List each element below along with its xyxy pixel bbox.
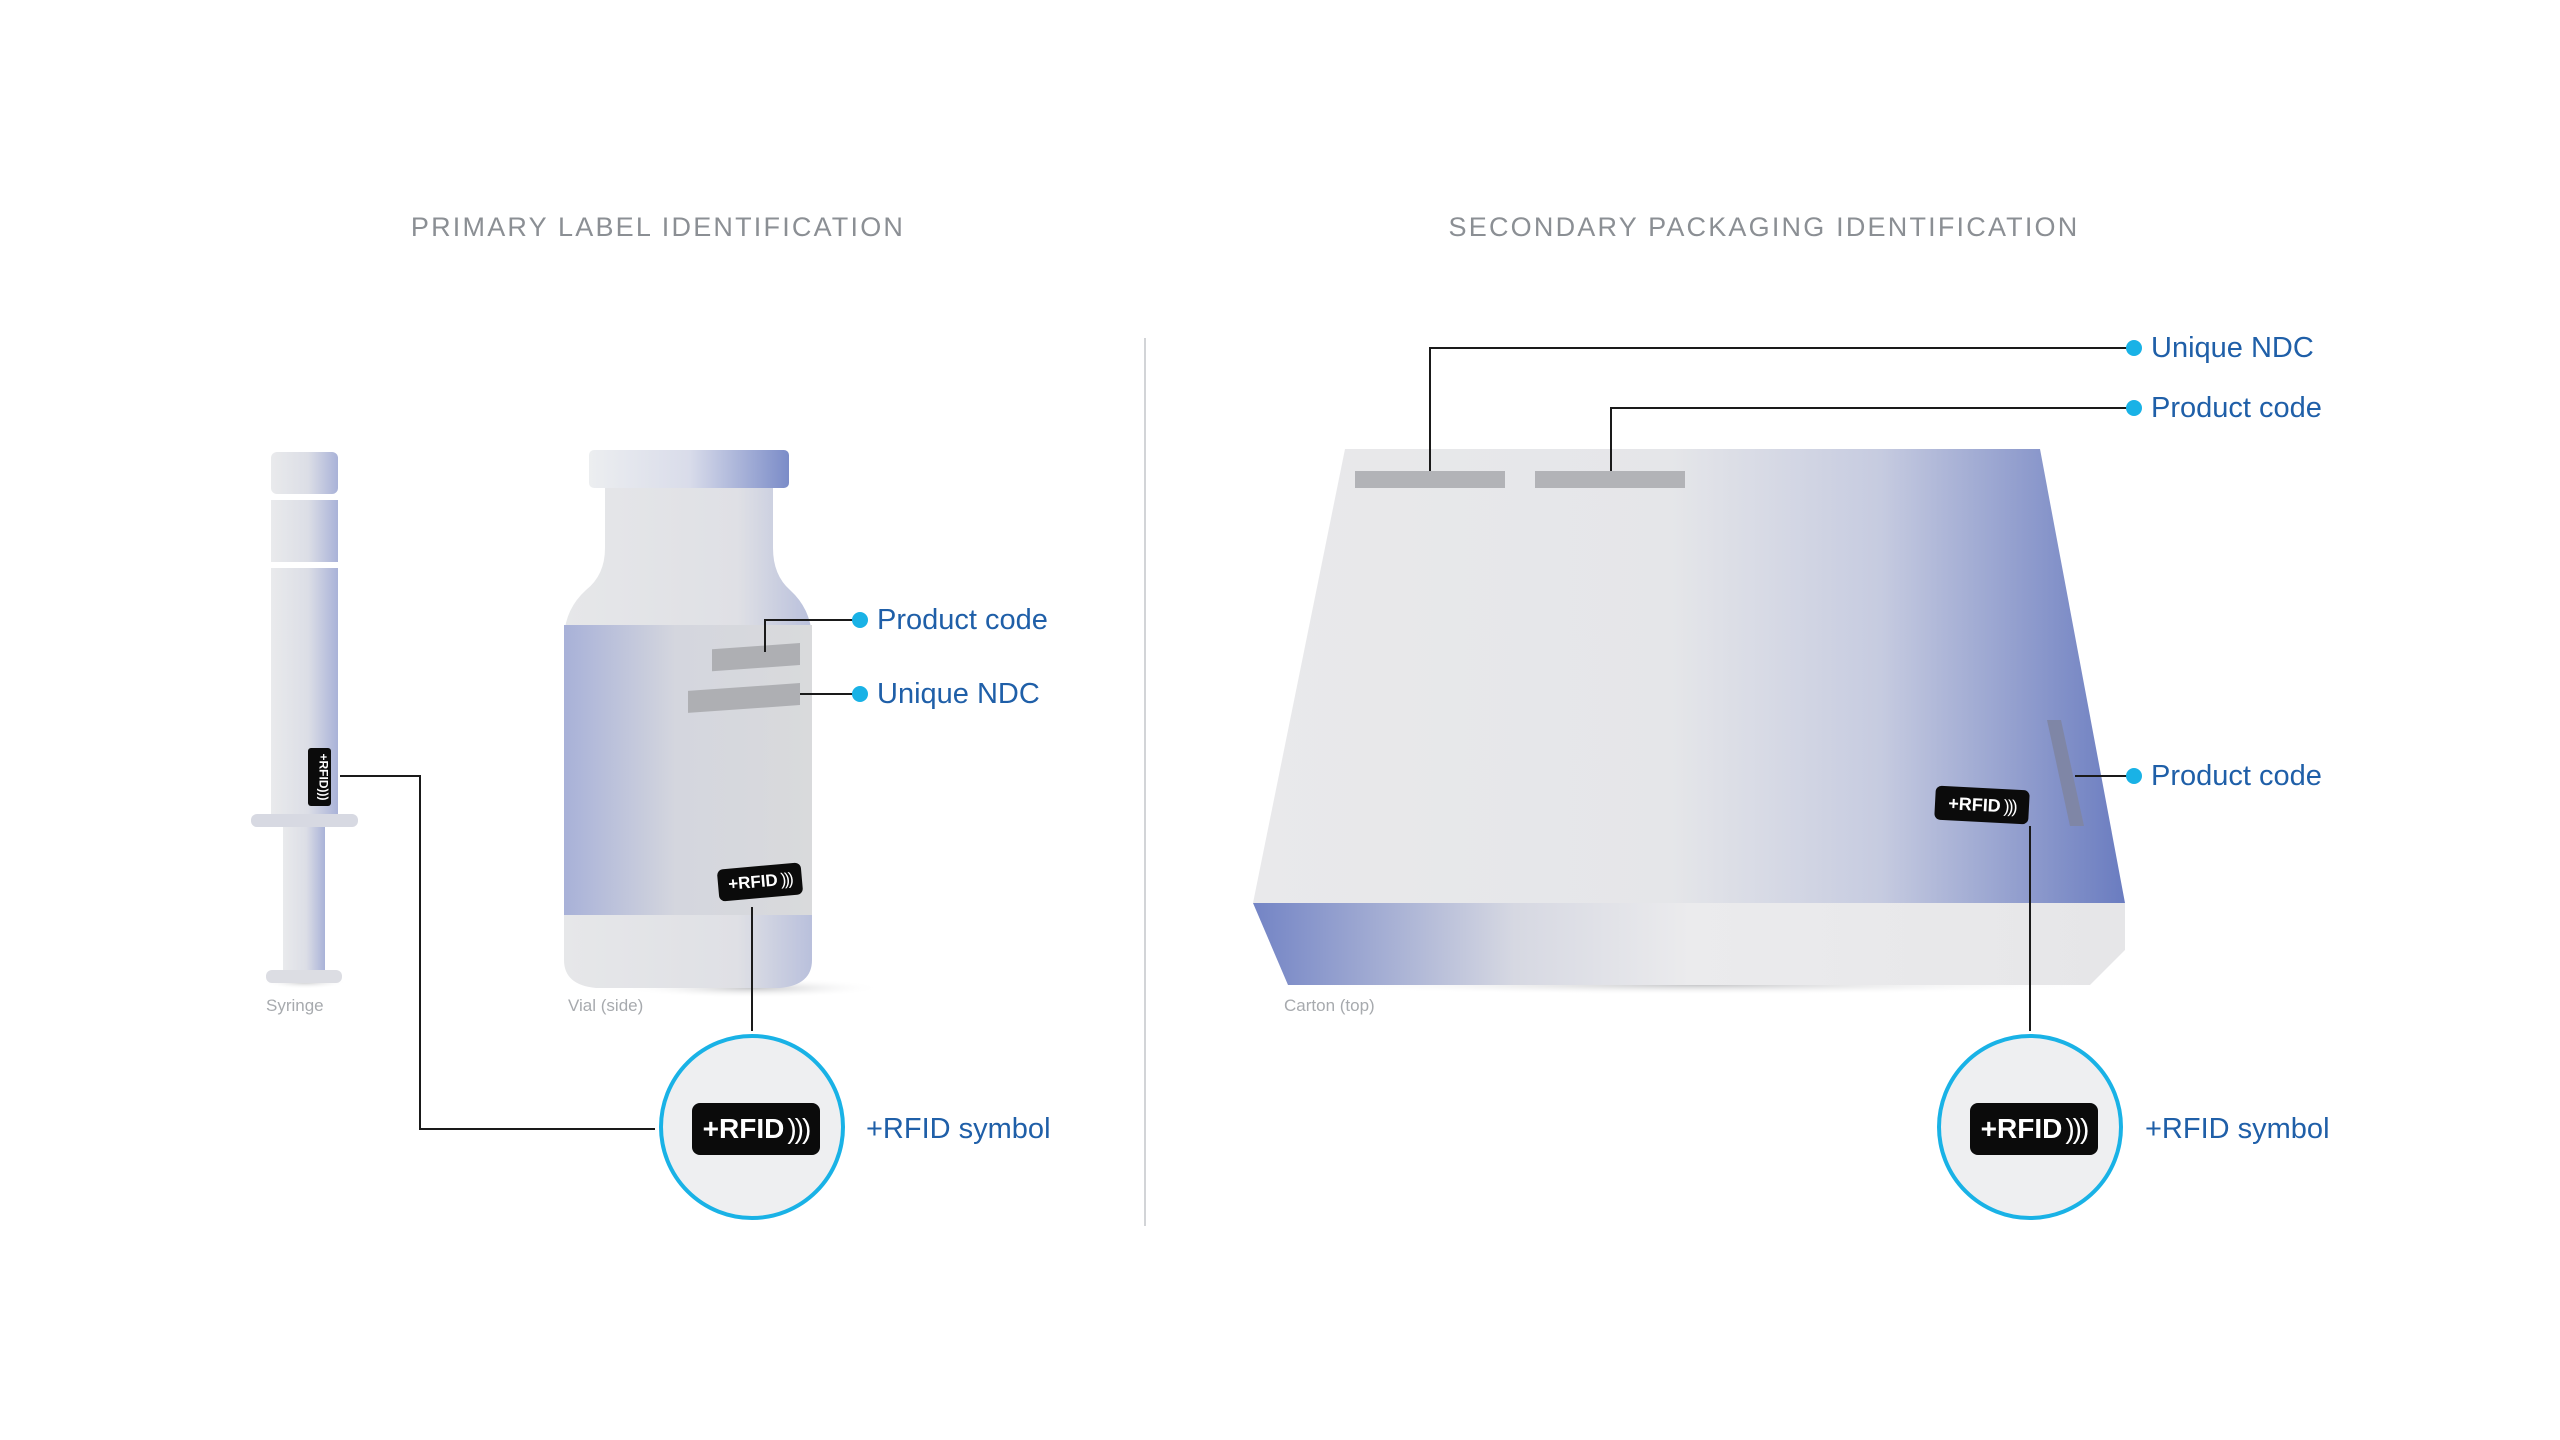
secondary-product-code-top-label: Product code — [2151, 392, 2322, 424]
vial-graphic — [564, 450, 882, 998]
carton-rfid-icon: +RFID))) — [1934, 785, 2030, 825]
secondary-section-title: SECONDARY PACKAGING IDENTIFICATION — [1448, 212, 2080, 242]
carton-caption: Carton (top) — [1284, 996, 1375, 1015]
secondary-rfid-zoom: +RFID))) — [1937, 1034, 2123, 1220]
vial-caption: Vial (side) — [568, 996, 644, 1015]
secondary-leader-lines — [1429, 347, 2132, 1031]
primary-unique-ndc-label: Unique NDC — [877, 678, 1040, 710]
syringe-graphic — [251, 452, 358, 989]
svg-text:+RFID))): +RFID))) — [317, 754, 331, 801]
callout-dot-icon — [2126, 340, 2142, 356]
section-divider — [1144, 338, 1146, 1226]
primary-section-title: PRIMARY LABEL IDENTIFICATION — [410, 212, 906, 242]
callout-dot-icon — [2126, 768, 2142, 784]
callout-dot-icon — [852, 612, 868, 628]
carton-graphic — [1253, 449, 2125, 995]
secondary-unique-ndc-label: Unique NDC — [2151, 332, 2314, 364]
syringe-caption: Syringe — [266, 996, 324, 1015]
primary-product-code-label: Product code — [877, 604, 1048, 636]
secondary-product-code-side-label: Product code — [2151, 760, 2322, 792]
callout-dot-icon — [2126, 400, 2142, 416]
callout-dot-icon — [852, 686, 868, 702]
syringe-rfid-icon: +RFID))) — [308, 748, 331, 806]
rfid-badge-icon: +RFID))) — [1970, 1103, 2098, 1155]
primary-leader-lines — [340, 619, 858, 1130]
primary-rfid-symbol-label: +RFID symbol — [866, 1113, 1051, 1145]
rfid-badge-icon: +RFID))) — [692, 1103, 820, 1155]
primary-rfid-zoom: +RFID))) — [659, 1034, 845, 1220]
secondary-rfid-symbol-label: +RFID symbol — [2145, 1113, 2330, 1145]
